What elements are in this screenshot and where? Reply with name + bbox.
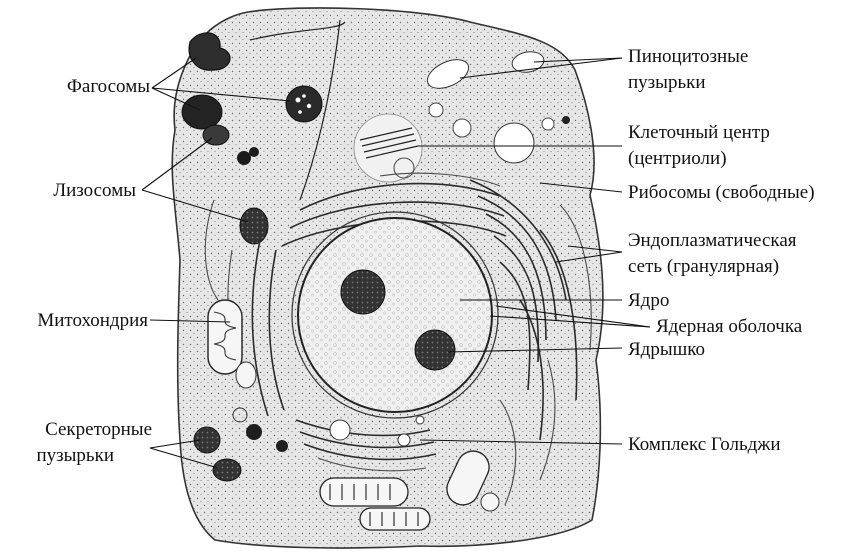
label-secretory-line2: пузырьки [36,445,114,466]
label-er-line2: сеть (гранулярная) [628,256,779,277]
label-pinocytic-line1: Пиноцитозные [628,46,748,67]
label-lysosomes: Лизосомы [53,180,136,201]
mitochondrion-left [208,300,242,374]
nucleolus-2 [415,330,455,370]
label-nuclear-envelope: Ядерная оболочка [656,316,803,337]
small-vesicle [236,362,256,388]
label-nucleus: Ядро [628,290,669,311]
lysosome-lower [240,208,268,244]
mitochondrion-bottom-2 [360,508,430,530]
phagosome-large [182,95,222,129]
label-secretory-line1: Секреторные [45,419,152,440]
label-nucleolus: Ядрышко [628,339,705,360]
label-golgi: Комплекс Гольджи [628,434,781,455]
label-mitochondrion: Митохондрия [37,310,148,331]
label-er-line1: Эндоплазматическая [628,230,797,251]
nucleolus-1 [341,270,385,314]
label-pinocytic-line2: пузырьки [628,72,706,93]
nucleus [298,218,492,412]
secretory-vesicle-2 [213,459,241,481]
phagosome-round [286,86,322,122]
label-ribosomes: Рибосомы (свободные) [628,182,815,203]
mitochondrion-bottom-1 [320,478,408,506]
label-cell-center-line2: (центриоли) [628,148,727,169]
label-phagosomes: Фагосомы [67,76,150,97]
large-vacuole [494,123,534,163]
label-cell-center-line1: Клеточный центр [628,122,770,143]
